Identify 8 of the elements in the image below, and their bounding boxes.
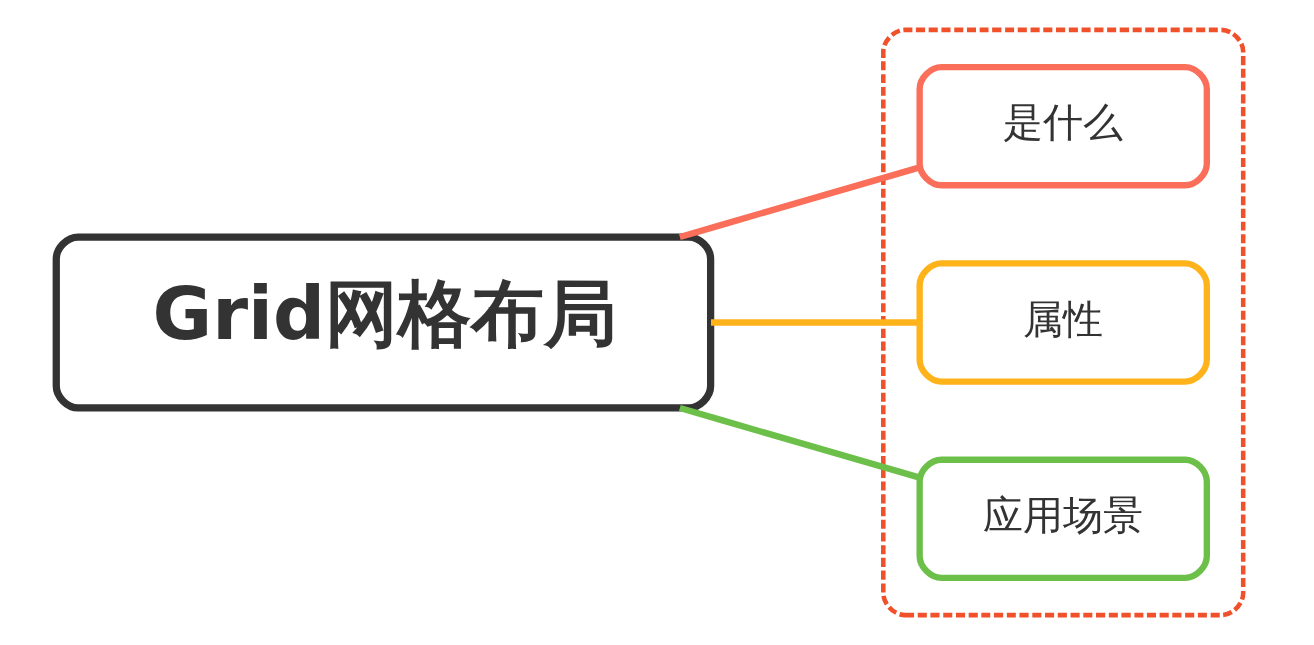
node-box: Grid网格布局 xyxy=(52,233,715,412)
cluster xyxy=(881,27,1246,618)
connector xyxy=(710,319,920,326)
node-box: 属性 xyxy=(916,260,1210,385)
node-box: 应用场景 xyxy=(916,456,1210,582)
connector xyxy=(679,164,920,240)
node-box: 是什么 xyxy=(916,63,1210,189)
connector xyxy=(679,405,920,481)
